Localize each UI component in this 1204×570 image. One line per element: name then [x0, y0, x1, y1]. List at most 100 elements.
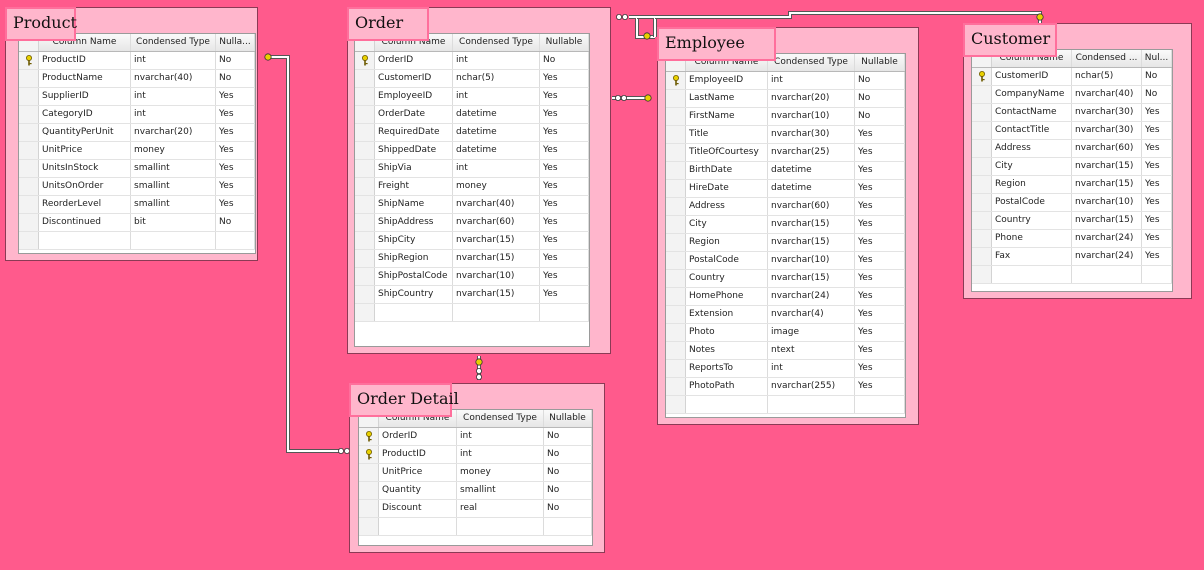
nullable-cell[interactable]: Yes — [540, 286, 589, 303]
condensed-type-cell[interactable]: money — [453, 178, 540, 195]
column-name-cell[interactable]: Freight — [375, 178, 453, 195]
column-name-cell[interactable]: Country — [992, 212, 1072, 229]
nullable-cell[interactable]: Yes — [540, 124, 589, 141]
condensed-type-cell[interactable]: int — [768, 72, 855, 89]
row-selector[interactable] — [666, 162, 686, 179]
column-name-cell[interactable]: Quantity — [379, 482, 457, 499]
empty-cell[interactable] — [375, 304, 453, 321]
condensed-type-cell[interactable]: nvarchar(255) — [768, 378, 855, 395]
empty-cell[interactable] — [453, 304, 540, 321]
nullable-cell[interactable]: No — [216, 70, 255, 87]
row-selector[interactable] — [666, 252, 686, 269]
nullable-cell[interactable]: Yes — [855, 126, 905, 143]
empty-cell[interactable] — [131, 232, 216, 249]
row-selector[interactable] — [972, 158, 992, 175]
row-selector[interactable] — [355, 124, 375, 141]
column-header[interactable]: Nullable — [540, 34, 589, 51]
column-header[interactable]: Condensed Type — [131, 34, 216, 51]
column-name-cell[interactable]: CustomerID — [375, 70, 453, 87]
nullable-cell[interactable]: Yes — [540, 196, 589, 213]
nullable-cell[interactable]: Yes — [540, 142, 589, 159]
row-selector[interactable] — [666, 108, 686, 125]
empty-cell[interactable] — [1142, 266, 1172, 283]
condensed-type-cell[interactable]: nvarchar(40) — [131, 70, 216, 87]
row-selector[interactable] — [355, 88, 375, 105]
empty-row[interactable] — [19, 232, 255, 250]
condensed-type-cell[interactable]: nvarchar(30) — [1072, 122, 1142, 139]
empty-cell[interactable] — [457, 518, 544, 535]
column-header[interactable]: Nullable — [855, 54, 905, 71]
column-header[interactable]: Condensed Type — [453, 34, 540, 51]
condensed-type-cell[interactable]: nvarchar(10) — [768, 252, 855, 269]
nullable-cell[interactable]: Yes — [216, 88, 255, 105]
nullable-cell[interactable]: Yes — [1142, 104, 1172, 121]
column-name-cell[interactable]: LastName — [686, 90, 768, 107]
condensed-type-cell[interactable]: nvarchar(15) — [453, 232, 540, 249]
condensed-type-cell[interactable]: datetime — [453, 142, 540, 159]
table-title[interactable]: Employee — [657, 27, 776, 61]
condensed-type-cell[interactable]: image — [768, 324, 855, 341]
row-selector[interactable] — [972, 104, 992, 121]
column-name-cell[interactable]: Address — [686, 198, 768, 215]
condensed-type-cell[interactable]: nvarchar(24) — [1072, 230, 1142, 247]
empty-row[interactable] — [355, 304, 589, 322]
condensed-type-cell[interactable]: nvarchar(30) — [1072, 104, 1142, 121]
column-header[interactable]: Nul... — [1142, 50, 1172, 67]
condensed-type-cell[interactable]: nvarchar(20) — [768, 90, 855, 107]
table-title[interactable]: Product — [5, 7, 77, 41]
column-name-cell[interactable]: QuantityPerUnit — [39, 124, 131, 141]
column-name-cell[interactable]: ContactTitle — [992, 122, 1072, 139]
condensed-type-cell[interactable]: nvarchar(40) — [453, 196, 540, 213]
nullable-cell[interactable]: Yes — [216, 178, 255, 195]
nullable-cell[interactable]: Yes — [216, 142, 255, 159]
row-selector[interactable] — [972, 122, 992, 139]
row-selector[interactable] — [972, 86, 992, 103]
column-name-cell[interactable]: PostalCode — [686, 252, 768, 269]
row-selector[interactable] — [355, 214, 375, 231]
column-name-cell[interactable]: ShipPostalCode — [375, 268, 453, 285]
nullable-cell[interactable]: Yes — [540, 70, 589, 87]
column-header[interactable]: Condensed Type — [768, 54, 855, 71]
row-selector[interactable] — [666, 234, 686, 251]
table-title[interactable]: Customer — [963, 23, 1057, 57]
row-selector[interactable] — [972, 266, 992, 283]
condensed-type-cell[interactable]: money — [457, 464, 544, 481]
nullable-cell[interactable]: Yes — [540, 160, 589, 177]
condensed-type-cell[interactable]: nvarchar(25) — [768, 144, 855, 161]
column-name-cell[interactable]: ProductName — [39, 70, 131, 87]
row-selector[interactable] — [666, 306, 686, 323]
relationship-product-order-detail[interactable] — [266, 56, 340, 452]
column-name-cell[interactable]: Notes — [686, 342, 768, 359]
row-selector[interactable] — [355, 268, 375, 285]
empty-cell[interactable] — [855, 396, 905, 413]
nullable-cell[interactable]: Yes — [1142, 140, 1172, 157]
nullable-cell[interactable]: Yes — [216, 196, 255, 213]
column-header[interactable]: Column Name — [379, 410, 457, 427]
row-selector[interactable] — [666, 72, 686, 89]
column-name-cell[interactable]: BirthDate — [686, 162, 768, 179]
row-selector[interactable] — [19, 214, 39, 231]
row-selector[interactable] — [666, 288, 686, 305]
nullable-cell[interactable]: Yes — [855, 270, 905, 287]
column-name-cell[interactable]: Phone — [992, 230, 1072, 247]
